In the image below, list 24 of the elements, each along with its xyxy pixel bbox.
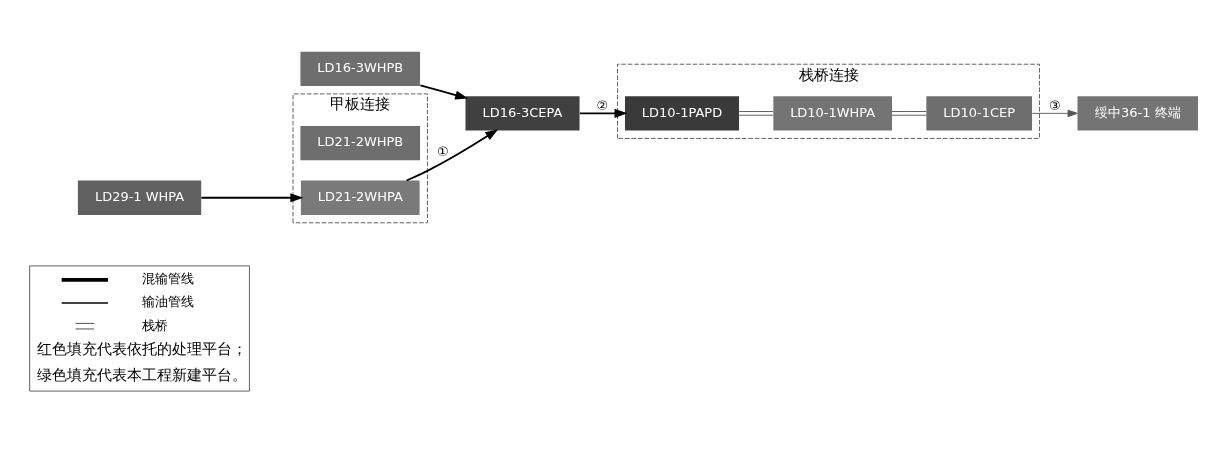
node-box: 绥中36-1 终端 (1077, 95, 1199, 131)
legend-label: 栈桥 (142, 317, 169, 333)
legend-label: 输油管线 (142, 293, 195, 309)
label: 绿色填充代表本工程新建平台。 (36, 365, 247, 383)
node-box: LD21-2WHPB (300, 125, 421, 160)
edge-label: ② (596, 97, 609, 113)
arrow (200, 192, 304, 202)
edge-label: ① (436, 143, 449, 159)
node-box: LD10-1CEP (926, 95, 1033, 131)
node-box: LD10-1WHPA (773, 95, 893, 131)
arrow (578, 108, 628, 118)
arrow (1031, 109, 1078, 117)
arrow (419, 83, 469, 99)
arrow (405, 128, 499, 181)
node-box: LD16-3CEPA (465, 95, 580, 131)
node-box: LD21-2WHPA (300, 180, 420, 215)
connector (738, 110, 774, 116)
legend-label: 混输管线 (142, 270, 195, 286)
node-box: LD29-1 WHPA (77, 180, 202, 215)
node-box: LD16-3WHPB (300, 51, 421, 86)
edge-label: ③ (1048, 97, 1061, 113)
label: 红色填充代表依托的处理平台； (36, 339, 247, 357)
node-box: LD10-1PAPD (624, 95, 740, 131)
connector (891, 110, 927, 116)
